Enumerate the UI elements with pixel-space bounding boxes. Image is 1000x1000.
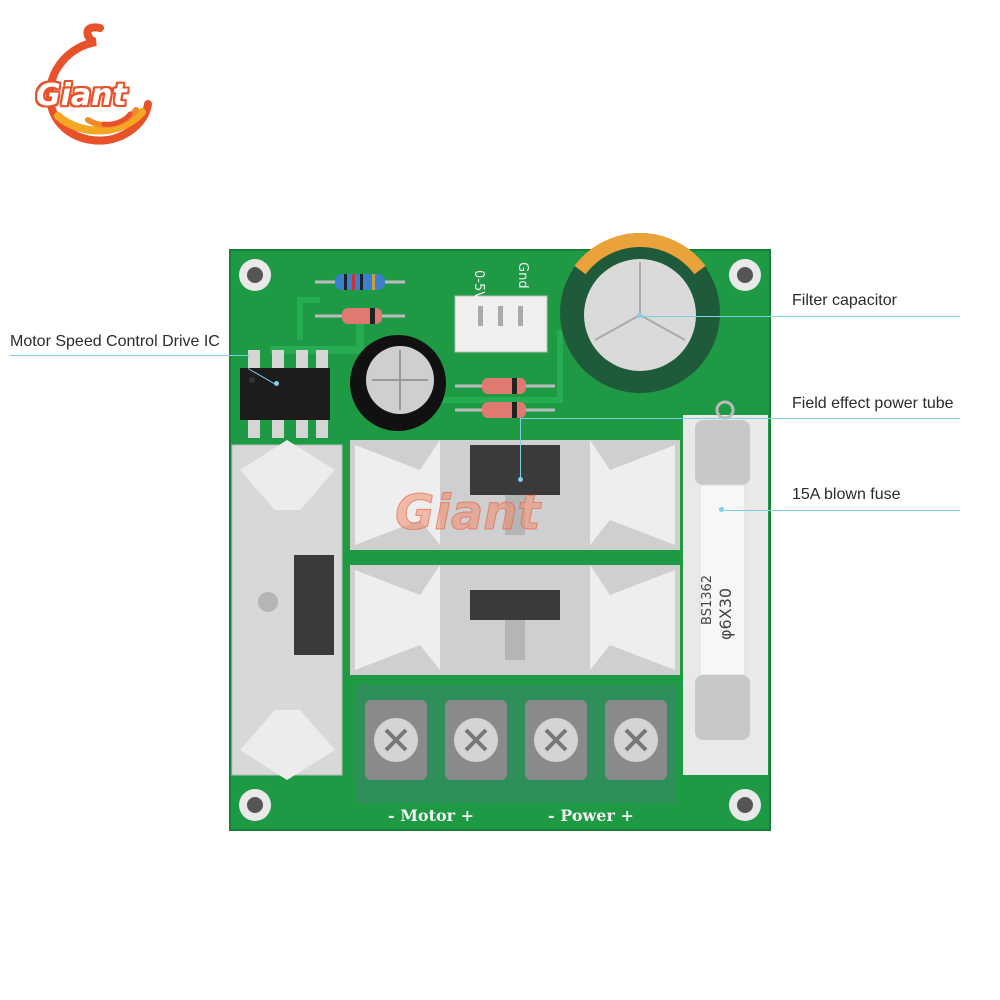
motor-ic-chip xyxy=(240,350,330,438)
logo-swirl-icon xyxy=(45,23,152,145)
resistor-icon xyxy=(315,274,405,290)
diode-pair-icon xyxy=(455,378,555,418)
callout-dot-fuse xyxy=(719,507,724,512)
left-heatsink xyxy=(231,440,343,780)
callout-filter-capacitor: Filter capacitor xyxy=(792,292,897,309)
callout-dot-fet xyxy=(518,477,523,482)
callout-fet: Field effect power tube xyxy=(792,395,954,412)
signal-connector xyxy=(454,295,548,353)
fuse-part xyxy=(683,400,768,775)
center-heatsink xyxy=(350,440,680,675)
brand-logo: Giant xyxy=(30,20,160,150)
callout-line-fuse xyxy=(722,510,960,511)
callout-line-fet-vertical xyxy=(520,418,521,480)
motor-terminal-label: - Motor + xyxy=(388,806,475,825)
callout-line-filter-capacitor xyxy=(640,316,960,317)
diode-icon xyxy=(315,308,405,324)
small-capacitor-icon xyxy=(350,335,446,431)
fuse-size-label: φ6X30 xyxy=(716,587,735,640)
callout-line-motor-ic xyxy=(10,355,250,356)
fuse-code-label: BS1362 xyxy=(700,574,715,625)
logo-text: Giant xyxy=(36,78,127,113)
fet-transistor xyxy=(470,445,560,495)
callout-dot-filter-capacitor xyxy=(637,313,642,318)
callout-line-fet xyxy=(520,418,960,419)
connector-label-voltage: 0-5V xyxy=(471,270,486,301)
callout-dot-motor-ic xyxy=(274,381,279,386)
terminal-block xyxy=(355,685,675,803)
callout-fuse: 15A blown fuse xyxy=(792,486,901,503)
watermark-text: Giant xyxy=(394,485,541,542)
power-terminal-label: - Power + xyxy=(548,806,634,825)
mounting-hole-icon xyxy=(239,259,761,821)
callout-motor-ic: Motor Speed Control Drive IC xyxy=(10,333,220,350)
connector-label-gnd: Gnd xyxy=(515,262,530,289)
